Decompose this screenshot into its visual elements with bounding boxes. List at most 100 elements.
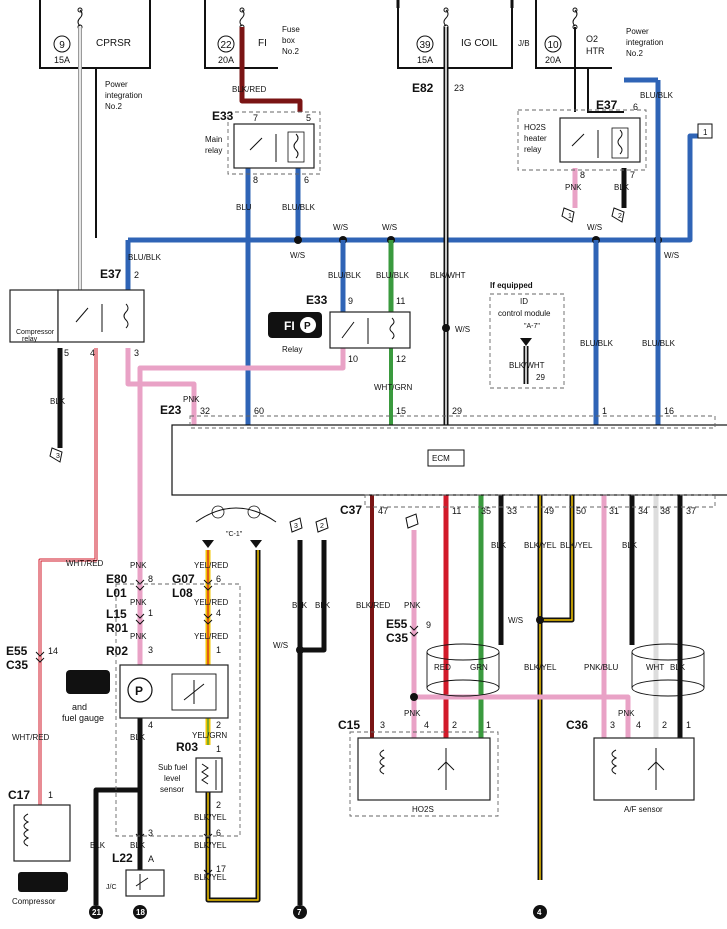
fuse-box-label: No.2 (282, 47, 299, 56)
svg-text:integration: integration (105, 91, 142, 100)
wire-label: PNK (130, 561, 147, 570)
fuse-igcoil: 39 15A IG COIL J/B (396, 0, 530, 69)
svg-text:37: 37 (686, 506, 696, 516)
wire-label: WHT/RED (12, 733, 50, 742)
af-sensor: A/F sensor (593, 737, 695, 814)
wire-label: BLK/RED (356, 601, 390, 610)
wire-label: PNK (565, 183, 582, 192)
svg-text:9: 9 (426, 620, 431, 630)
svg-text:34: 34 (638, 506, 648, 516)
svg-text:1: 1 (486, 720, 491, 730)
wire-label: BLK/YEL (194, 813, 227, 822)
svg-text:and: and (72, 702, 87, 712)
svg-text:E37: E37 (100, 267, 122, 281)
relay-label: relay (524, 145, 541, 154)
fuse-name: IG COIL (461, 38, 498, 49)
relay-pins: 7 5 8 6 23 6 8 7 2 5 4 3 9 11 10 12 (64, 83, 638, 364)
svg-text:"C-1": "C-1" (226, 531, 243, 538)
wire-label: W/S (664, 251, 679, 260)
wire-label: BLK/RED (232, 85, 266, 94)
fuse-amps: 15A (417, 55, 433, 65)
wire-label: PNK (130, 598, 147, 607)
svg-text:2: 2 (134, 270, 139, 280)
svg-text:4: 4 (216, 608, 221, 618)
svg-text:7: 7 (630, 170, 635, 180)
wire-label: PNK (404, 601, 421, 610)
svg-text:BLK/WHT: BLK/WHT (509, 361, 545, 370)
fuse-name: FI (258, 38, 267, 49)
wire-label: BLK (491, 541, 507, 550)
svg-text:60: 60 (254, 406, 264, 416)
arrow-labels: 1 1 2 3 3 2 (56, 128, 708, 530)
power-line-right (587, 68, 624, 113)
svg-text:38: 38 (660, 506, 670, 516)
wire-label: BLK (614, 183, 630, 192)
svg-text:1: 1 (703, 128, 708, 137)
svg-text:HO2S: HO2S (412, 805, 434, 814)
svg-text:1: 1 (602, 406, 607, 416)
svg-text:16: 16 (664, 406, 674, 416)
svg-text:2: 2 (662, 720, 667, 730)
svg-text:8: 8 (148, 574, 153, 584)
svg-text:1: 1 (568, 213, 572, 220)
power-integration-left: Power integration No.2 (105, 80, 142, 111)
svg-text:17: 17 (216, 864, 226, 874)
connector-labels: E33 E82 E37 E37 E33 E23 C37 E80 L01 G07 … (6, 81, 618, 865)
relay-label: Compressor (16, 329, 55, 336)
svg-text:L22: L22 (112, 851, 133, 865)
wire-label: PNK (130, 632, 147, 641)
svg-text:35: 35 (481, 506, 491, 516)
wire-label: BLK (130, 841, 146, 850)
svg-text:2: 2 (618, 213, 622, 220)
wire-label: WHT/GRN (374, 383, 412, 392)
svg-text:L15: L15 (106, 607, 127, 621)
compressor-relay: Compressor relay (9, 289, 145, 343)
wire-label: BLU/BLK (282, 203, 316, 212)
fuse-name: HTR (586, 46, 605, 56)
shield (426, 643, 705, 697)
svg-text:21: 21 (92, 908, 101, 917)
wire-label: W/S (290, 251, 305, 260)
svg-text:R01: R01 (106, 621, 128, 635)
svg-text:2: 2 (320, 523, 324, 530)
svg-text:If equipped: If equipped (490, 281, 533, 290)
fi-relay: FI P Relay (268, 311, 411, 354)
wire-label: BLK/YEL (560, 541, 593, 550)
svg-text:7: 7 (253, 113, 258, 123)
svg-text:9: 9 (348, 296, 353, 306)
fuse-box-label: No.2 (626, 49, 643, 58)
svg-text:Power: Power (105, 80, 128, 89)
svg-text:50: 50 (576, 506, 586, 516)
wire-label: WHT (646, 663, 664, 672)
fuse-amps: 20A (545, 55, 561, 65)
wire-label: BLU/BLK (640, 91, 674, 100)
grounds: 21 18 7 4 (89, 905, 547, 919)
wire-label: BLK/WHT (430, 271, 466, 280)
svg-text:L08: L08 (172, 586, 193, 600)
wire-label: BLK (130, 733, 146, 742)
wire-label: BLK (90, 841, 106, 850)
svg-text:32: 32 (200, 406, 210, 416)
id-control-module: If equipped ID control module "A-7" BLK/… (490, 281, 551, 384)
relay-label: heater (524, 134, 547, 143)
svg-text:8: 8 (580, 170, 585, 180)
svg-text:1: 1 (686, 720, 691, 730)
svg-text:G07: G07 (172, 572, 195, 586)
fuse-amps: 15A (54, 55, 70, 65)
wire-label: BLU (236, 203, 252, 212)
wire-label: PNK (183, 395, 200, 404)
svg-text:23: 23 (454, 83, 464, 93)
svg-text:6: 6 (216, 828, 221, 838)
arrow-markers (49, 123, 713, 533)
svg-text:4: 4 (537, 908, 542, 917)
svg-text:3: 3 (148, 645, 153, 655)
jb-label: J/B (518, 39, 530, 48)
ecm-label: ECM (432, 454, 450, 463)
fuse-o2htr: 10 20A O2 HTR Power integration No.2 (535, 0, 663, 69)
svg-text:4: 4 (424, 720, 429, 730)
wire-label: BLK/YEL (194, 841, 227, 850)
fuse-box-label: Fuse (282, 25, 300, 34)
fuse-number: 9 (59, 40, 65, 51)
wire-label: BLU/BLK (642, 339, 676, 348)
svg-text:control module: control module (498, 309, 551, 318)
